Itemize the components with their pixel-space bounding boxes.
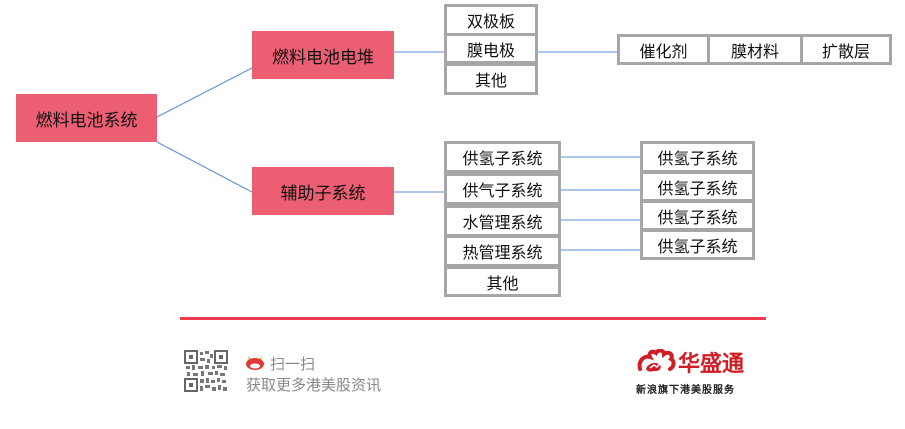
aux-detail-box: 供氢子系统 xyxy=(640,141,755,173)
brand-logo-icon xyxy=(637,349,676,372)
aux-component-box: 其他 xyxy=(444,266,561,297)
qr-code-icon xyxy=(184,350,228,392)
aux-detail-box: 供氢子系统 xyxy=(640,200,755,231)
footer-divider xyxy=(180,317,766,320)
stack-component-box: 其他 xyxy=(444,63,538,95)
mea-material-box: 膜材料 xyxy=(707,34,803,65)
mea-material-box: 催化剂 xyxy=(617,34,710,65)
stack-node: 燃料电池电堆 xyxy=(252,31,394,79)
brand-tagline: 新浪旗下港美股服务 xyxy=(636,385,735,396)
aux-detail-box: 供氢子系统 xyxy=(640,229,755,260)
link-root-aux xyxy=(156,141,253,193)
aux-component-box: 水管理系统 xyxy=(444,205,561,237)
more-info-text: 获取更多港美股资讯 xyxy=(246,376,382,394)
link-root-stack xyxy=(156,67,253,118)
brand-name: 华盛通 xyxy=(678,352,745,377)
scan-label: 扫一扫 xyxy=(270,355,316,373)
stack-component-box: 双极板 xyxy=(444,4,538,36)
aux-component-box: 供气子系统 xyxy=(444,173,561,205)
aux-component-box: 热管理系统 xyxy=(444,235,561,267)
mea-material-box: 扩散层 xyxy=(800,34,892,65)
root-node: 燃料电池系统 xyxy=(16,94,157,142)
stack-component-box: 膜电极 xyxy=(444,33,538,64)
aux-detail-box: 供氢子系统 xyxy=(640,171,755,202)
aux-system-node: 辅助子系统 xyxy=(252,167,394,215)
aux-component-box: 供氢子系统 xyxy=(444,141,561,173)
mascot-icon xyxy=(246,356,264,370)
